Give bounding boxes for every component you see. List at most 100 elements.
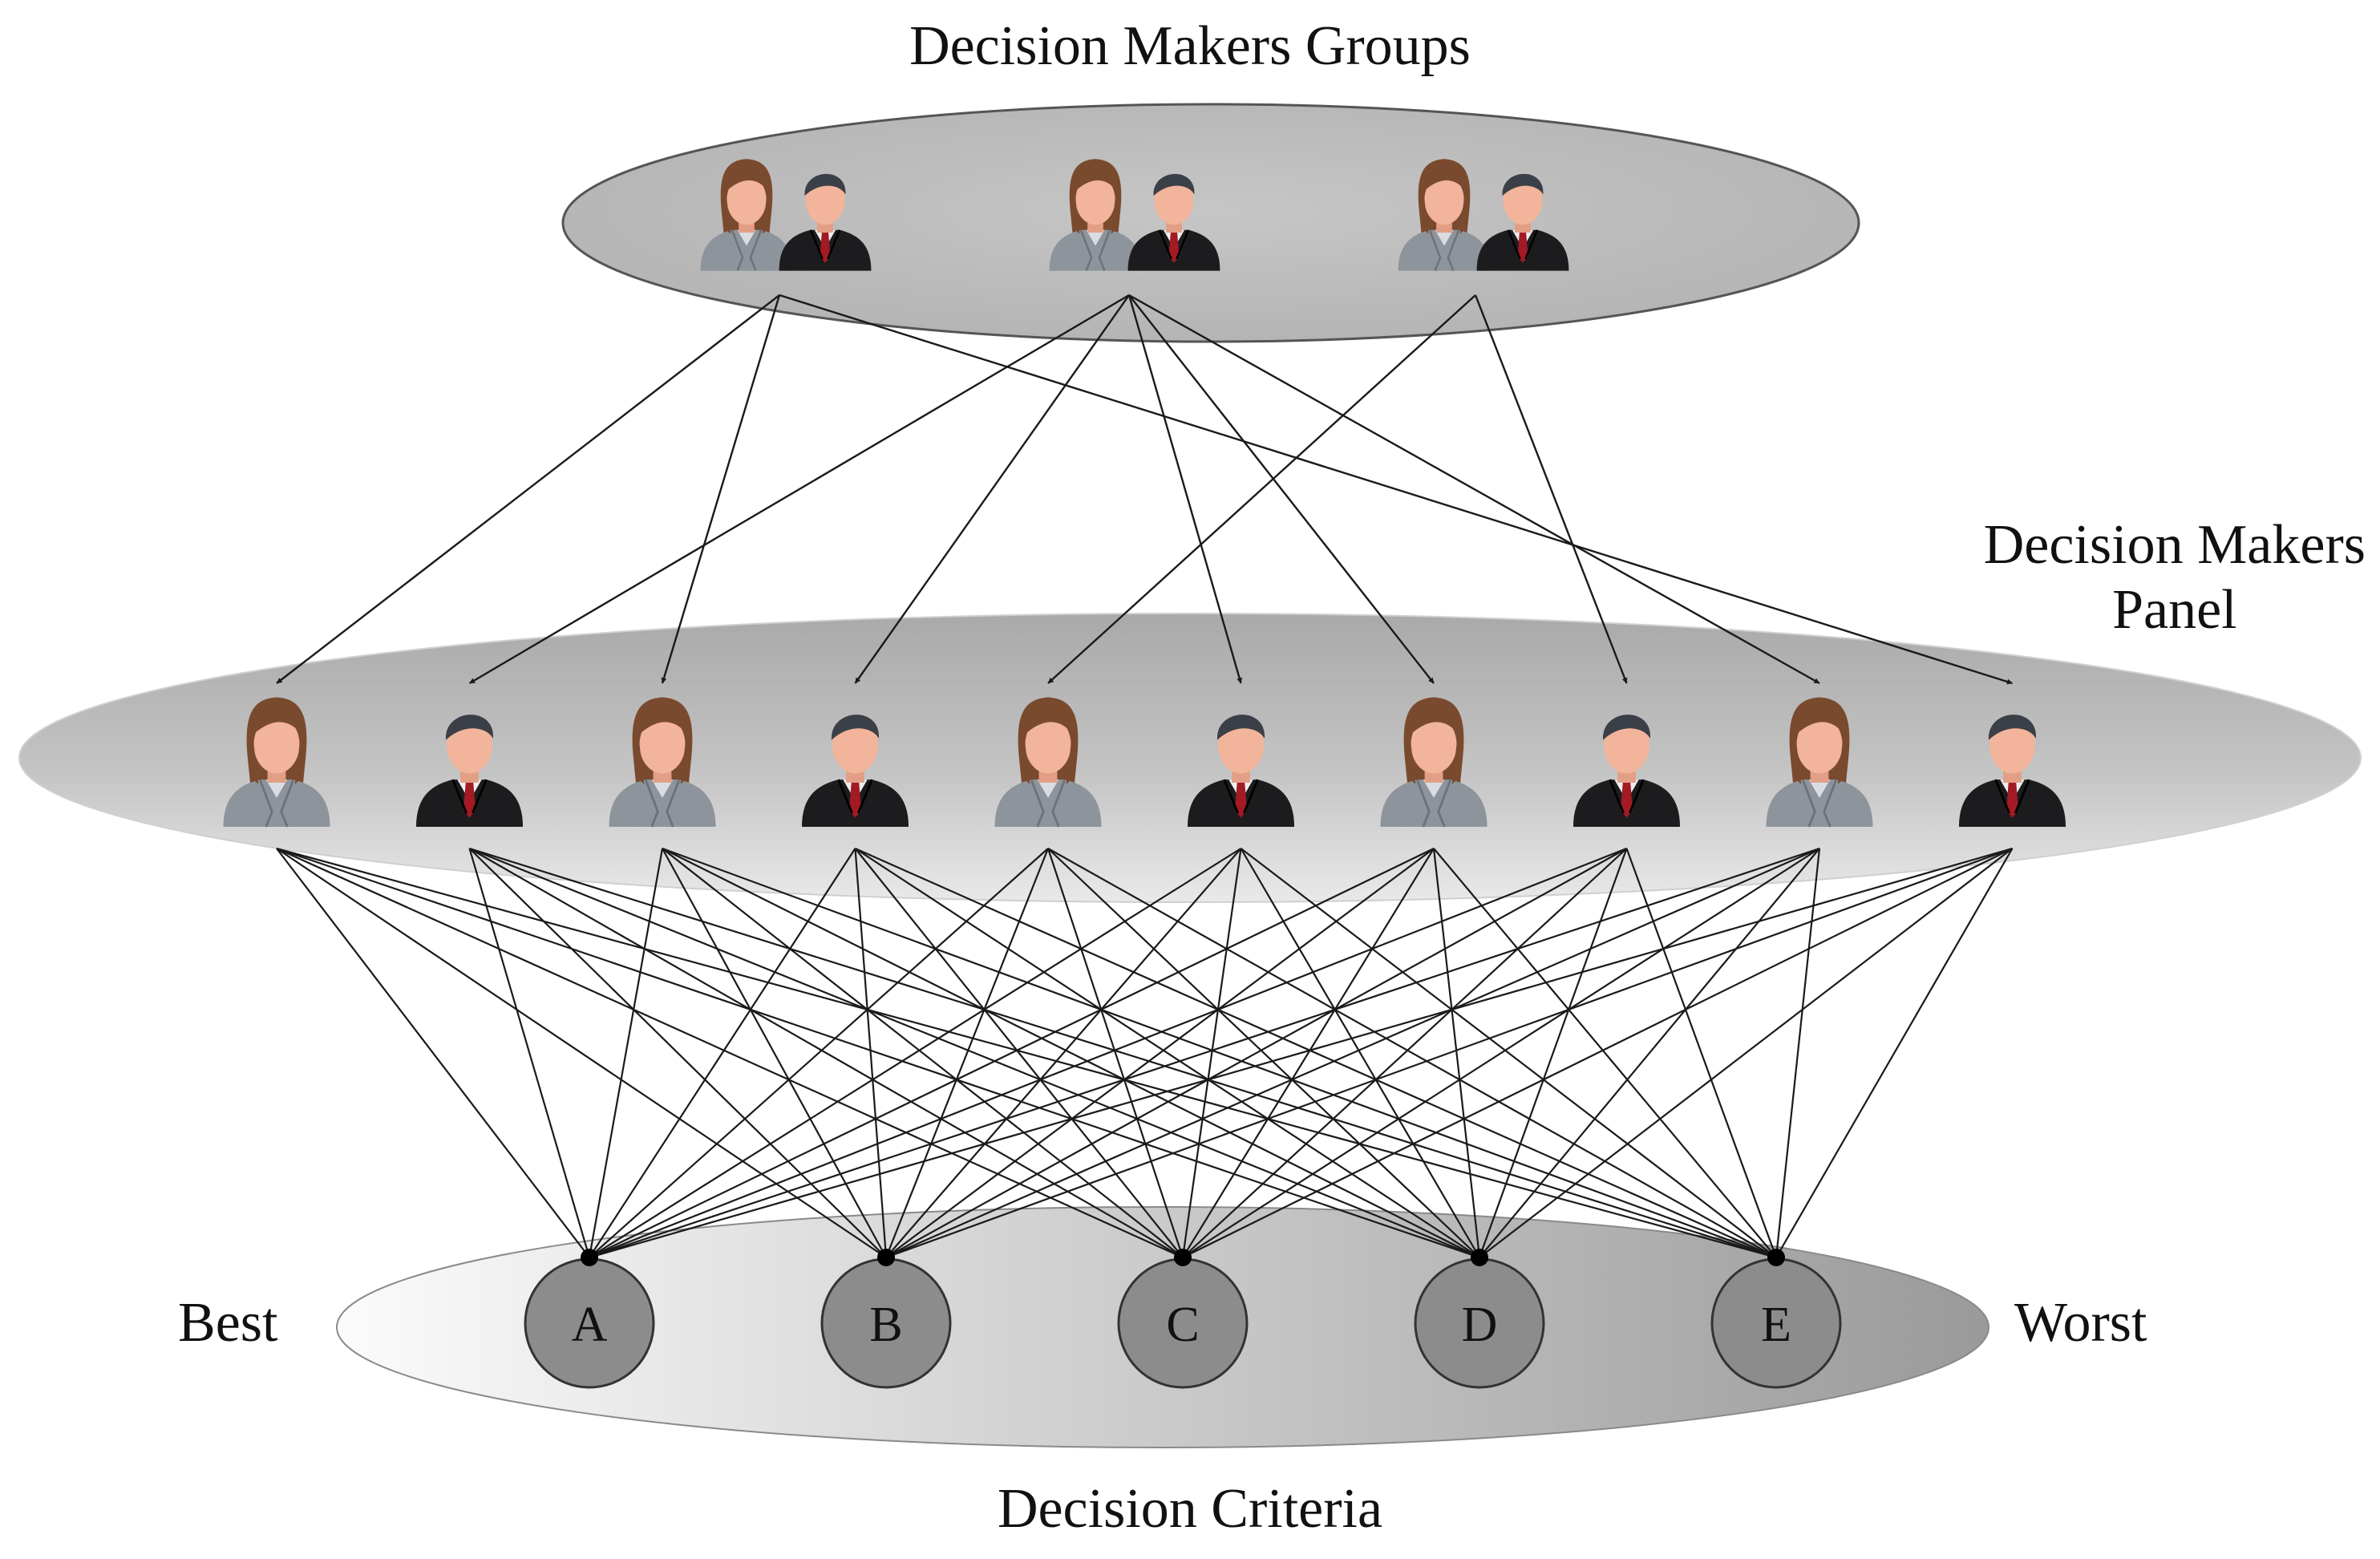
criteria-nodes: A B C D E (524, 1249, 1842, 1389)
link-panel-7-to-criterion-C (1182, 848, 1435, 1258)
link-panel-5-to-criterion-B (884, 848, 1050, 1258)
criterion-B-node: B (820, 1249, 952, 1389)
criterion-A-junction (581, 1249, 598, 1266)
link-panel-1-to-criterion-A (276, 848, 590, 1258)
link-panel-5-to-criterion-D (1047, 848, 1480, 1258)
criterion-A-label: A (572, 1298, 608, 1352)
link-panel-8-to-criterion-D (1478, 848, 1628, 1258)
link-panel-10-to-criterion-A (589, 847, 2013, 1259)
panel-female-person-icon-3 (609, 697, 716, 828)
panel-title-line2: Panel (2112, 578, 2237, 641)
group-1-male-person-icon (779, 173, 872, 271)
link-panel-4-to-criterion-E (855, 847, 1777, 1259)
link-panel-7-to-criterion-E (1433, 848, 1777, 1258)
link-panel-10-to-criterion-B (885, 847, 2013, 1259)
link-panel-6-to-criterion-C (1181, 848, 1242, 1258)
criterion-A-node: A (524, 1249, 655, 1389)
link-panel-2-to-criterion-C (468, 848, 1184, 1258)
decision-maker-groups (700, 159, 1569, 272)
link-panel-10-to-criterion-D (1479, 848, 2014, 1258)
groups-title: Decision Makers Groups (909, 15, 1471, 77)
link-panel-8-to-criterion-C (1182, 848, 1628, 1258)
link-panel-9-to-criterion-B (885, 847, 1820, 1259)
link-group-2-to-panel-6 (1127, 294, 1243, 684)
link-panel-4-to-criterion-C (854, 848, 1184, 1258)
best-label: Best (178, 1292, 278, 1354)
link-panel-1-to-criterion-D (276, 847, 1480, 1259)
link-panel-9-to-criterion-A (589, 847, 1820, 1259)
criterion-D-label: D (1462, 1298, 1498, 1352)
criterion-C-label: C (1166, 1298, 1199, 1352)
link-panel-8-to-criterion-B (885, 848, 1628, 1258)
link-panel-9-to-criterion-E (1775, 848, 1821, 1258)
decision-makers-panel (223, 697, 2066, 828)
link-panel-7-to-criterion-A (589, 848, 1435, 1258)
criterion-E-label: E (1761, 1298, 1791, 1352)
link-panel-3-to-criterion-E (662, 847, 1777, 1259)
link-group-1-to-panel-10 (779, 294, 2013, 685)
group-2-female-person-icon (1049, 159, 1142, 272)
group-to-panel-links (276, 294, 2013, 685)
criteria-title: Decision Criteria (997, 1478, 1383, 1540)
panel-to-criteria-links (276, 847, 2014, 1259)
link-panel-5-to-criterion-C (1046, 848, 1184, 1258)
link-panel-2-to-criterion-A (468, 848, 591, 1258)
link-group-2-to-panel-9 (1128, 294, 1820, 685)
link-panel-9-to-criterion-D (1479, 848, 1820, 1258)
group-2-male-person-icon (1127, 173, 1220, 271)
panel-female-person-icon-1 (223, 697, 330, 828)
link-group-3-to-panel-8 (1474, 294, 1628, 684)
link-panel-6-to-criterion-E (1240, 848, 1777, 1258)
panel-female-person-icon-9 (1766, 697, 1873, 828)
panel-male-person-icon-2 (416, 715, 523, 827)
link-panel-1-to-criterion-E (276, 847, 1777, 1259)
link-group-1-to-panel-1 (276, 294, 780, 684)
link-panel-4-to-criterion-B (854, 848, 888, 1258)
link-panel-6-to-criterion-A (589, 848, 1242, 1258)
criterion-D-node: D (1414, 1249, 1545, 1389)
panel-male-person-icon-10 (1959, 715, 2066, 827)
link-panel-6-to-criterion-D (1240, 848, 1480, 1258)
panel-female-person-icon-5 (994, 697, 1102, 828)
link-panel-3-to-criterion-A (588, 848, 664, 1258)
link-panel-4-to-criterion-D (854, 848, 1480, 1258)
panel-female-person-icon-7 (1380, 697, 1488, 828)
link-panel-7-to-criterion-B (885, 848, 1435, 1258)
link-panel-2-to-criterion-E (469, 847, 1777, 1259)
link-panel-3-to-criterion-C (662, 848, 1184, 1258)
link-panel-5-to-criterion-E (1047, 848, 1777, 1258)
link-panel-10-to-criterion-C (1182, 848, 2013, 1258)
link-panel-9-to-criterion-C (1182, 848, 1820, 1258)
link-panel-2-to-criterion-B (468, 848, 887, 1258)
link-panel-1-to-criterion-C (276, 847, 1184, 1259)
link-panel-3-to-criterion-D (662, 848, 1480, 1258)
link-panel-8-to-criterion-A (589, 847, 1627, 1259)
criterion-E-node: E (1710, 1249, 1842, 1389)
link-group-2-to-panel-4 (854, 294, 1130, 684)
group-3-male-person-icon (1476, 173, 1569, 271)
link-group-1-to-panel-3 (661, 294, 781, 684)
worst-label: Worst (2014, 1292, 2147, 1354)
link-panel-7-to-criterion-D (1432, 848, 1481, 1258)
criterion-E-junction (1767, 1249, 1785, 1266)
link-panel-10-to-criterion-E (1775, 848, 2014, 1258)
link-panel-8-to-criterion-E (1625, 848, 1778, 1258)
link-panel-6-to-criterion-B (885, 848, 1242, 1258)
link-panel-1-to-criterion-B (276, 848, 887, 1258)
criterion-B-label: B (869, 1298, 902, 1352)
link-group-2-to-panel-7 (1128, 294, 1435, 684)
panel-male-person-icon-6 (1188, 715, 1294, 827)
link-panel-5-to-criterion-A (589, 848, 1049, 1258)
panel-male-person-icon-8 (1573, 715, 1680, 827)
criterion-D-junction (1471, 1249, 1488, 1266)
panel-title: Decision Makers Panel (1984, 513, 2366, 642)
link-group-3-to-panel-5 (1047, 294, 1476, 684)
group-3-female-person-icon (1398, 159, 1491, 272)
criterion-C-junction (1174, 1249, 1192, 1266)
link-panel-4-to-criterion-A (589, 848, 856, 1258)
panel-title-line1: Decision Makers (1983, 514, 2366, 576)
panel-male-person-icon-4 (802, 715, 909, 827)
criterion-B-junction (877, 1249, 895, 1266)
criterion-C-node: C (1117, 1249, 1249, 1389)
